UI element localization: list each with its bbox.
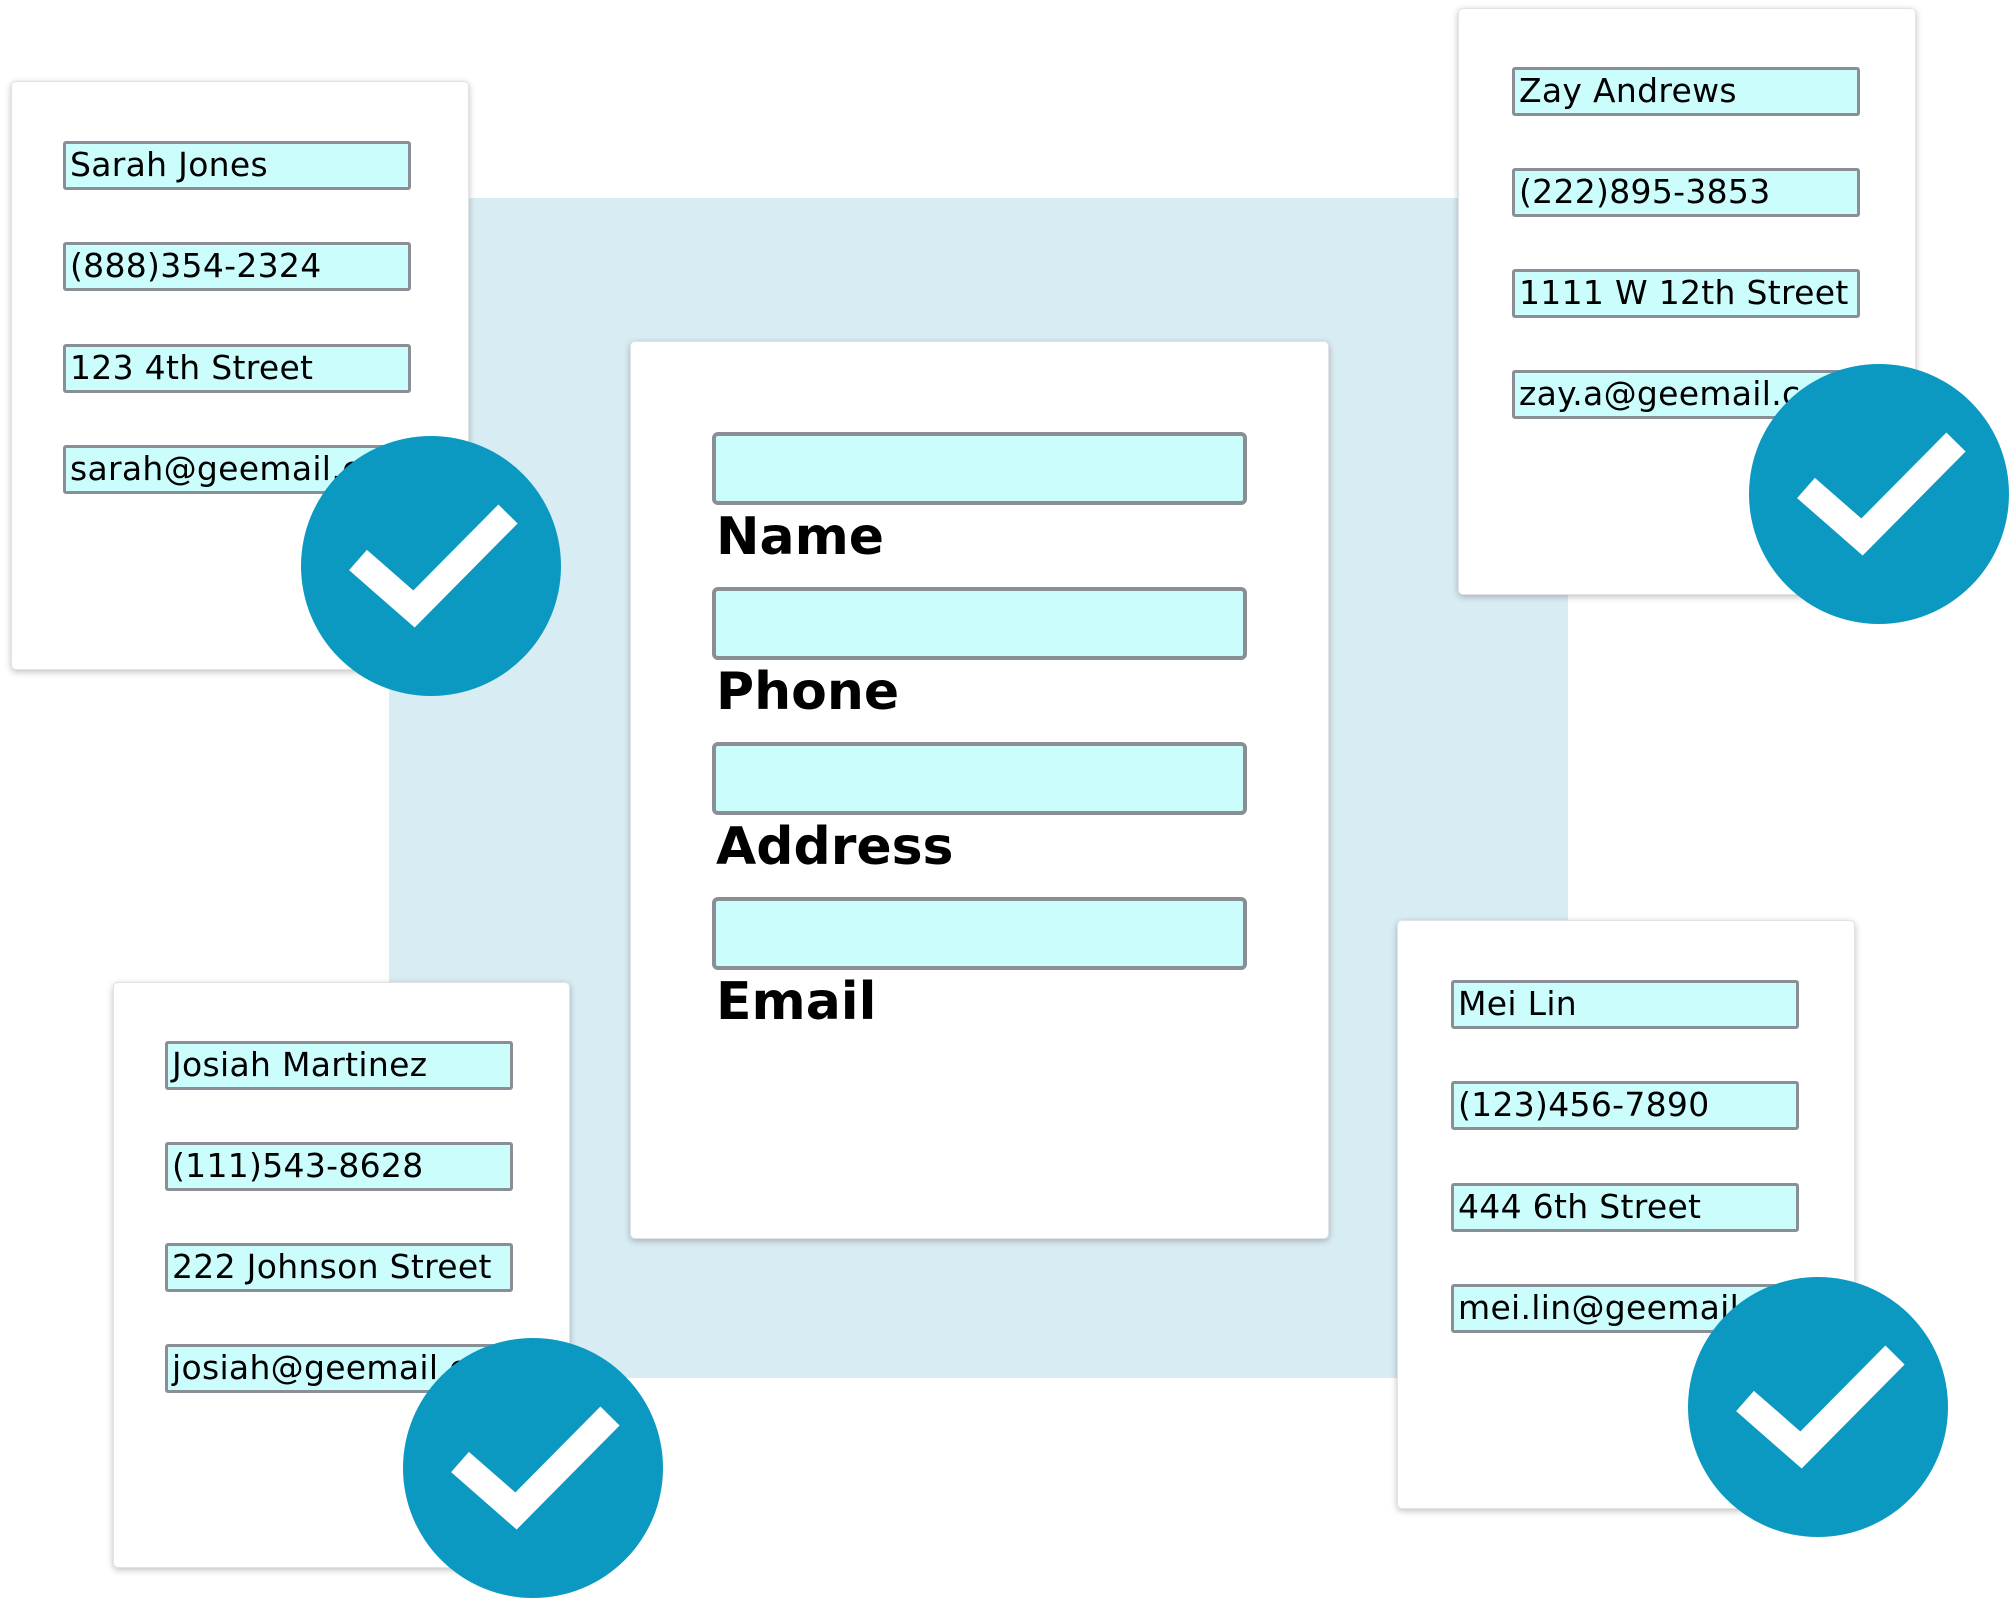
name-label: Name [716,507,885,567]
address-field: 1111 W 12th Street [1512,269,1860,318]
check-icon [1749,364,2009,624]
email-label: Email [716,972,877,1032]
address-label: Address [716,817,954,877]
contact-card-sarah: Sarah Jones (888)354-2324 123 4th Street… [11,81,469,670]
phone-field: (888)354-2324 [63,242,411,291]
name-field: Mei Lin [1451,980,1799,1029]
phone-field: (123)456-7890 [1451,1081,1799,1130]
phone-field: (222)895-3853 [1512,168,1860,217]
address-field: 222 Johnson Street [165,1243,513,1292]
check-icon [403,1338,663,1598]
check-icon [1688,1277,1948,1537]
blank-form-card: Name Phone Address Email [630,341,1329,1239]
name-field: Zay Andrews [1512,67,1860,116]
phone-input[interactable] [712,587,1247,660]
check-icon [301,436,561,696]
phone-label: Phone [716,662,900,722]
email-input[interactable] [712,897,1247,970]
phone-field: (111)543-8628 [165,1142,513,1191]
address-field: 123 4th Street [63,344,411,393]
contact-card-mei: Mei Lin (123)456-7890 444 6th Street mei… [1397,920,1855,1509]
address-input[interactable] [712,742,1247,815]
name-field: Sarah Jones [63,141,411,190]
address-field: 444 6th Street [1451,1183,1799,1232]
name-field: Josiah Martinez [165,1041,513,1090]
name-input[interactable] [712,432,1247,505]
